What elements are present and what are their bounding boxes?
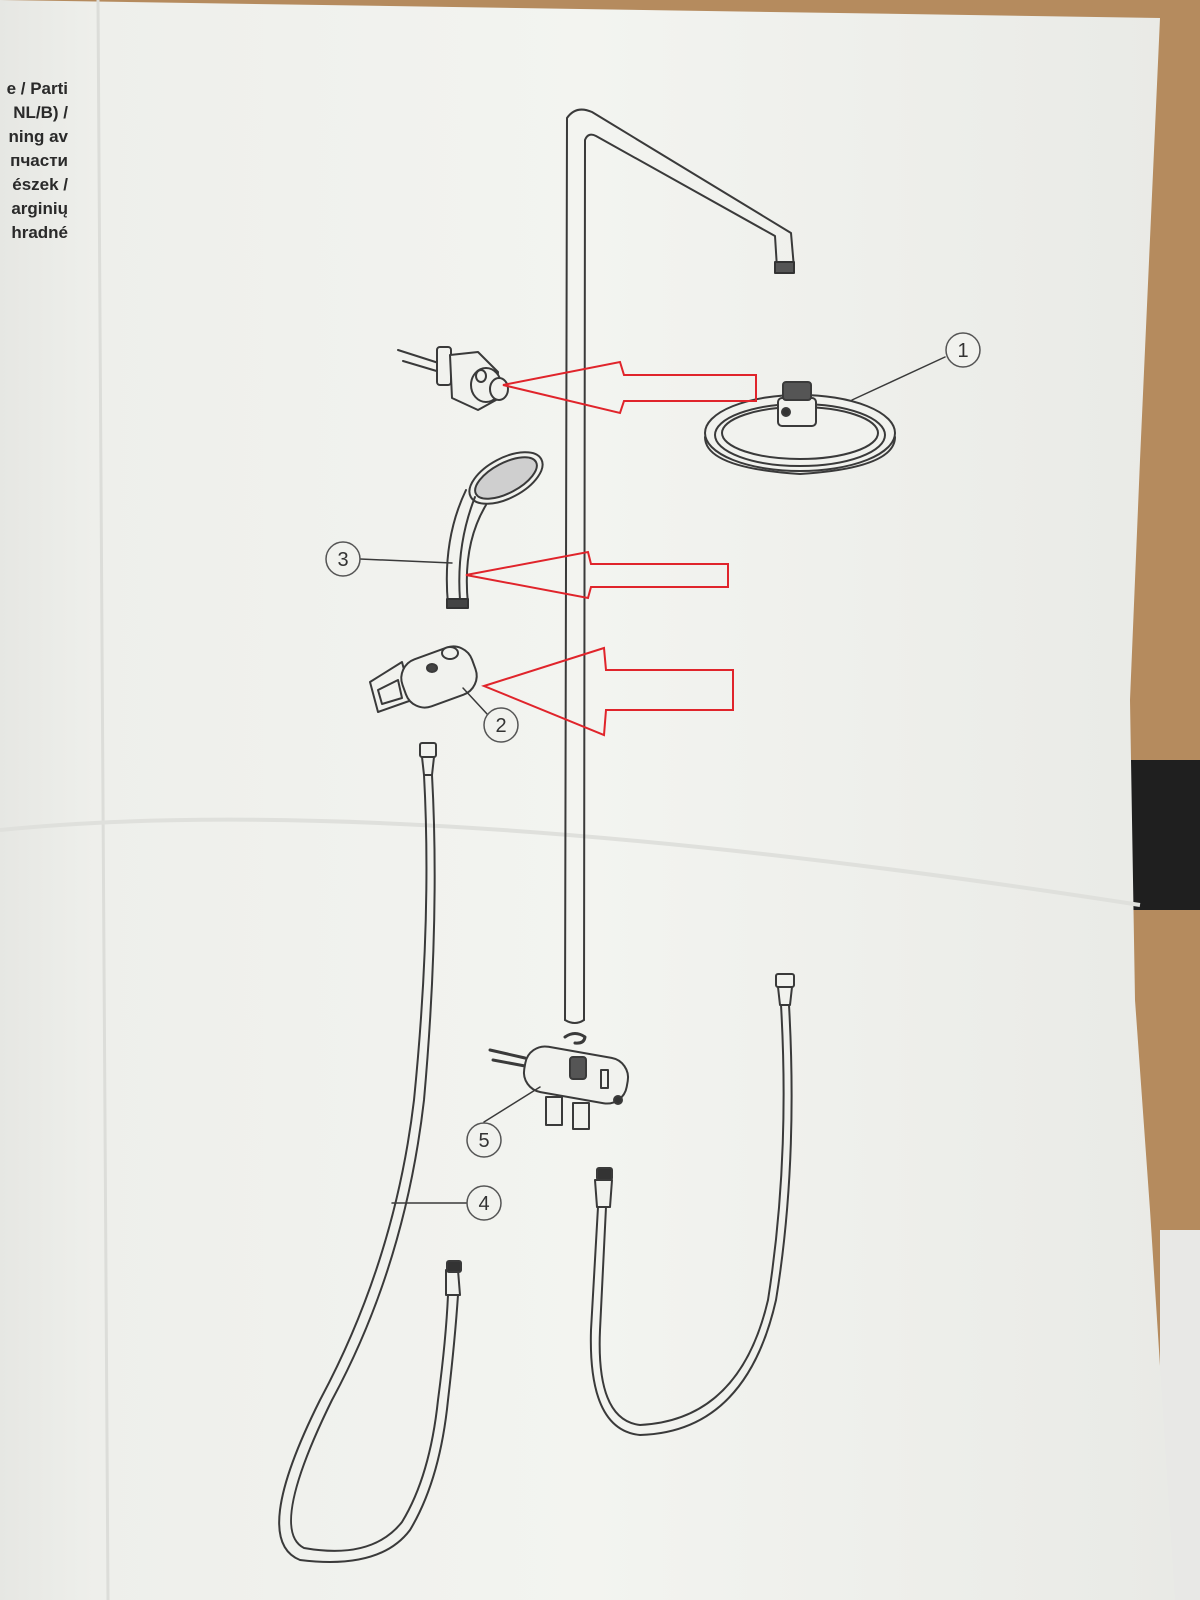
wall-bracket [397, 346, 509, 411]
callout-4: 4 [466, 1185, 502, 1221]
side-text-line: ning av [8, 127, 68, 146]
callout-number: 2 [495, 715, 506, 737]
side-text-line: пчасти [10, 151, 68, 170]
callout-circle [945, 332, 981, 368]
line-art [278, 108, 946, 1563]
red-arrow-icon [481, 646, 734, 737]
callout-number: 4 [478, 1193, 489, 1215]
side-text-line: észek / [12, 175, 68, 194]
slide-holder [369, 645, 478, 713]
callout-5: 5 [466, 1122, 502, 1158]
side-text-line: arginių [11, 199, 68, 218]
paper-sheet [0, 0, 1175, 1600]
callout-number: 1 [957, 340, 968, 362]
overhead-shower-head [704, 381, 896, 475]
dark-object [1120, 760, 1200, 910]
thermostatic-mixer [488, 1032, 630, 1130]
callout-2: 2 [483, 707, 519, 743]
red-arrow-icon [502, 360, 757, 415]
hand-shower [445, 451, 544, 609]
callout-circle [466, 1122, 502, 1158]
riser-pipe [564, 108, 795, 1024]
leader-lines [359, 356, 946, 1204]
red-arrow-icon [465, 550, 729, 600]
callout-number: 3 [337, 549, 348, 571]
highlight-arrows [465, 360, 757, 737]
callouts: 1 2 3 4 5 [325, 332, 981, 1221]
side-text-line: NL/B) / [13, 103, 68, 122]
callout-1: 1 [945, 332, 981, 368]
paper-fold-horizontal [0, 817, 1141, 907]
right-hose [589, 973, 795, 1436]
side-text-line: hradné [11, 223, 68, 242]
callout-number: 5 [478, 1130, 489, 1152]
callout-circle [325, 541, 361, 577]
paper-fold-vertical [96, 0, 110, 1600]
callout-circle [483, 707, 519, 743]
callout-circle [466, 1185, 502, 1221]
callout-3: 3 [325, 541, 361, 577]
left-hose [278, 742, 462, 1563]
side-text-line: e / Parti [7, 79, 68, 98]
